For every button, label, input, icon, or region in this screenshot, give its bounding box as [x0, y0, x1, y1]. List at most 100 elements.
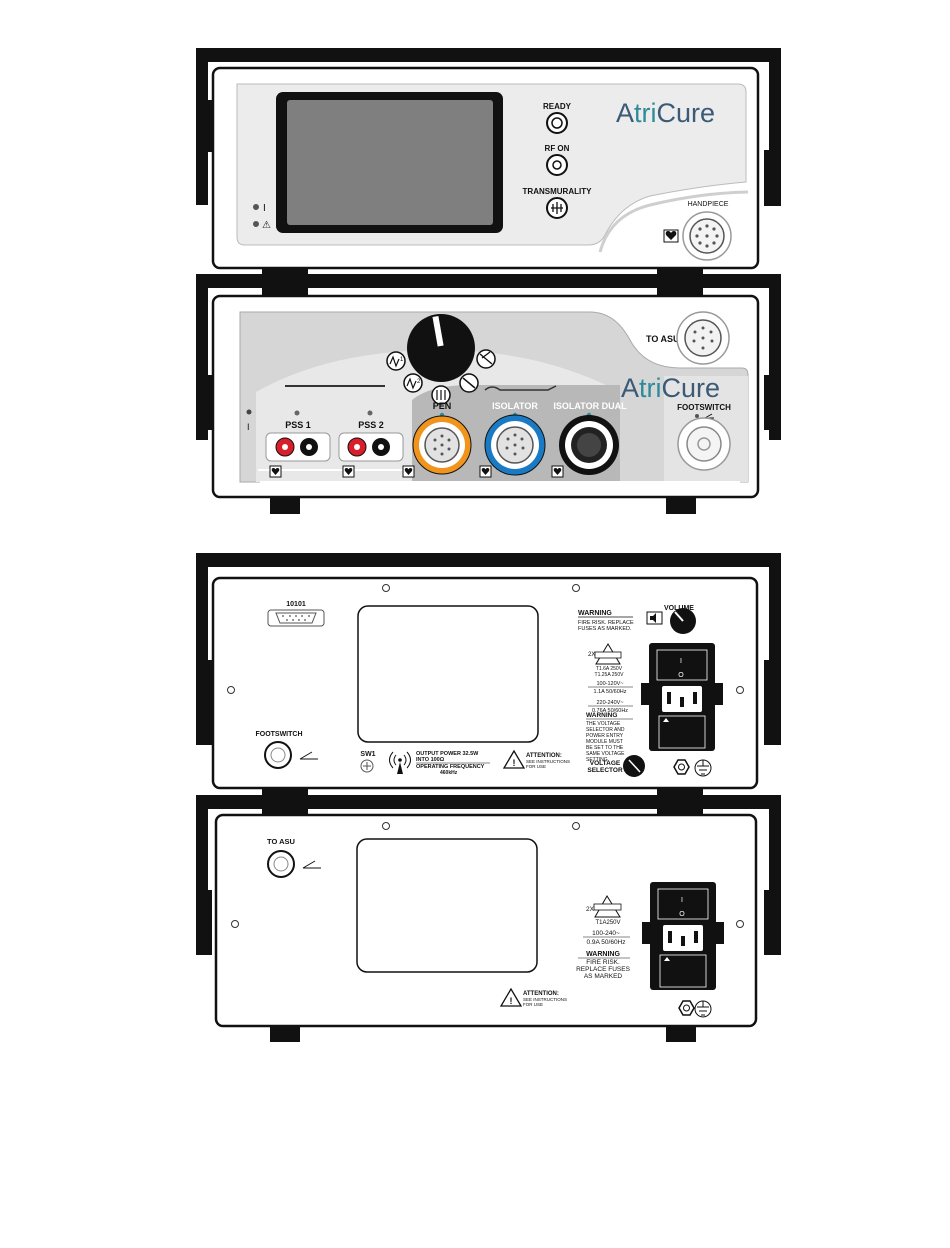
volume-knob[interactable] [670, 608, 696, 634]
unit4-foot-right [666, 1025, 696, 1042]
unit1-panel-curve [598, 190, 749, 253]
unit4-power-switch[interactable] [657, 888, 709, 920]
unit1-handle-right-post [764, 150, 781, 206]
voltage-selector-label2: SELECTOR [587, 767, 623, 774]
isolator-dual-mode-selector[interactable] [476, 349, 496, 369]
unit3-footswitch-connector[interactable] [264, 741, 292, 769]
isolator-dual-connector[interactable] [559, 415, 619, 475]
selector-knob[interactable] [407, 314, 475, 382]
unit1-warning-symbol: ⚠ [262, 220, 271, 231]
unit4-attention-line1: SEE INSTRUCTIONS [523, 997, 567, 1002]
handpiece-label: HANDPIECE [688, 201, 729, 208]
unit3-power-switch[interactable] [656, 649, 708, 681]
footswitch-led-icon [695, 414, 699, 418]
unit4-power-entry-module[interactable]: I O [642, 882, 724, 990]
pss1-led-icon [294, 410, 300, 416]
unit4-handle-right-post [764, 890, 781, 955]
unit3-power-entry-module[interactable]: I O [641, 643, 723, 751]
warning-led-icon [253, 221, 259, 227]
footswitch-label: FOOTSWITCH [677, 403, 731, 412]
unit2-top-foot-right [657, 268, 703, 298]
unit4-ground-stud[interactable] [678, 1000, 695, 1016]
handpiece-connector-icon [695, 224, 719, 248]
output-line1: OUTPUT POWER 32.5W [416, 751, 479, 757]
sw1-switch[interactable] [360, 759, 374, 773]
unit4-pedal-icon [302, 860, 321, 869]
pss2-connector[interactable] [338, 432, 404, 462]
volume-label: VOLUME [664, 605, 694, 612]
unit4-top-foot-right [657, 788, 703, 818]
unit4-supply-line2: 0.9A 50/60Hz [586, 939, 625, 946]
unit4-warning-line3: AS MARKED [584, 973, 623, 980]
unit3-screws [227, 584, 744, 694]
unit3-warning-title: WARNING [578, 610, 612, 617]
unit2-foot-left [270, 496, 300, 514]
isolator-mode-icon [462, 377, 476, 389]
unit3-switch-on: O [678, 672, 684, 679]
unit3-handle-right-post [764, 660, 781, 745]
svg-text:!: ! [510, 996, 513, 1006]
isolator-dual-label: ISOLATOR DUAL [553, 401, 627, 411]
rf-on-label: RF ON [545, 144, 570, 153]
unit3-attention-icon: ! [502, 749, 526, 769]
mode-2-selector[interactable]: 2 [403, 373, 423, 393]
output-line3: OPERATING FREQUENCY [416, 764, 485, 770]
footswitch-connector[interactable] [677, 417, 731, 471]
unit3-footswitch-label: FOOTSWITCH [255, 731, 302, 738]
rf-on-button[interactable] [546, 154, 568, 176]
unit4-supply-line1: 100-240~ [592, 930, 620, 937]
sw1-label: SW1 [360, 751, 375, 758]
pen-connector[interactable] [412, 415, 472, 475]
unit1-power-symbol: I [263, 203, 266, 214]
pen-mode-selector[interactable] [431, 385, 451, 405]
mode-1-icon [389, 355, 400, 368]
unit3-warning2-line5: BE SET TO THE [586, 745, 624, 751]
unit3-footswitch-pedal-icon [299, 751, 318, 760]
unit2-handle-right-post [764, 375, 781, 430]
unit1-front-display: I ⚠ READY RF ON TRANSMURALITY AtriCure H… [196, 48, 781, 270]
unit4-to-asu-connector[interactable] [267, 850, 295, 878]
isolator-connector[interactable] [484, 414, 546, 476]
supply1-line2: 1.1A 50/60Hz [593, 689, 626, 695]
to-asu-label: TO ASU [646, 334, 680, 344]
unit3-warning2-line4: MODULE MUST [586, 739, 623, 745]
isolator-dual-mode-icon [479, 351, 493, 365]
unit2-power-symbol: I [247, 422, 250, 432]
isolator-mode-selector[interactable] [459, 373, 479, 393]
unit3-fuse-rating2: T1.25A 250V [595, 672, 625, 678]
unit4-to-asu-label: TO ASU [267, 837, 295, 846]
unit3-fuse-count: 2X [588, 652, 595, 658]
unit3-warning-line1: FIRE RISK. REPLACE [578, 620, 634, 626]
to-asu-connector[interactable] [676, 311, 730, 365]
unit1-handle-left-post [196, 100, 212, 152]
unit3-warning2-title: WARNING [586, 712, 617, 719]
unit4-rear-window [356, 838, 538, 973]
unit4-warning-title: WARNING [586, 951, 620, 958]
supply1-line1: 100-120V~ [596, 681, 623, 687]
unit3-switch-off: I [680, 658, 682, 665]
pss1-connector[interactable] [265, 432, 331, 462]
unit4-screws [231, 822, 744, 928]
ready-button-icon [551, 117, 563, 129]
unit3-rear-display: 10101 WARNING FIRE RISK. REPLACE FUSES A… [196, 553, 781, 790]
unit4-warning-line2: REPLACE FUSES [576, 966, 630, 973]
ready-label: READY [543, 102, 572, 111]
unit2-heart-markers [269, 465, 564, 478]
mode-1-selector[interactable]: 1 [386, 351, 406, 371]
ready-button[interactable] [546, 112, 568, 134]
unit3-ground-stud[interactable] [673, 759, 690, 775]
speaker-icon [650, 613, 656, 623]
fuse-symbol-icon [594, 651, 622, 659]
serial-port[interactable] [267, 609, 325, 627]
transmurality-button[interactable] [546, 197, 568, 219]
transmurality-button-icon [551, 202, 563, 214]
isolator-probe-line [484, 385, 557, 391]
unit4-handle-left-post [196, 890, 212, 955]
unit2-foot-right [666, 496, 696, 514]
unit4-foot-left [270, 1025, 300, 1042]
heart-icon [665, 231, 677, 240]
voltage-selector-knob[interactable] [623, 755, 645, 777]
rf-radiation-icon [389, 751, 411, 774]
power-led-icon [253, 204, 259, 210]
handpiece-connector[interactable] [682, 211, 732, 261]
